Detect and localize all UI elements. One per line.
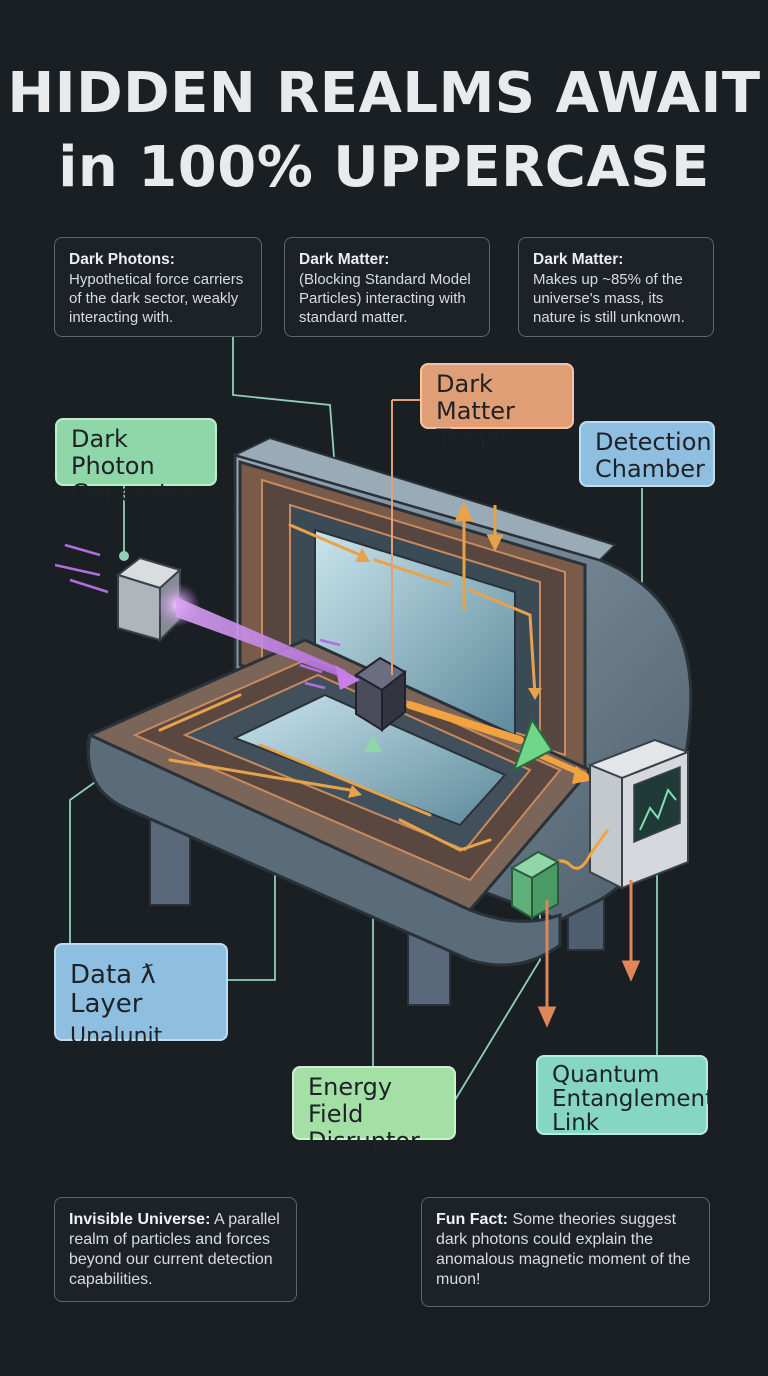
dark-matter-cube	[354, 656, 407, 733]
vertical-flow-down-head	[486, 534, 504, 552]
info-box-dark-matter-mass: Dark Matter: Makes up ~85% of the univer…	[518, 237, 714, 337]
detector-prism	[512, 717, 554, 773]
leader-line-data-layer-2	[228, 870, 276, 981]
label-subtext: Unalunit	[70, 1024, 163, 1050]
tank-bottom-body	[86, 732, 562, 967]
label-text: Detection Chamber	[595, 428, 712, 483]
control-console	[587, 738, 691, 890]
info-box-body: (Blocking Standard Model Particles) inte…	[299, 271, 471, 326]
footer-body: A parallel realm of particles and forces…	[69, 1211, 280, 1288]
info-box-dark-matter-blocking: Dark Matter: (Blocking Standard Model Pa…	[284, 237, 490, 337]
label-dark-photon-generator: Dark Photon Generator	[55, 418, 217, 506]
incoming-photon-arrow	[304, 681, 326, 690]
label-energy-field-disruptor: Energy Field Disruptor	[292, 1066, 456, 1154]
incoming-photon-arrow	[69, 578, 109, 594]
output-beam-head	[572, 766, 594, 784]
label-dark-matter-target: Dark Matter Target	[420, 363, 574, 451]
energy-flow-arrow	[288, 523, 362, 557]
energy-flow-arrow	[468, 588, 537, 697]
energy-flow-arrow	[168, 758, 352, 792]
tank-lid	[232, 436, 617, 562]
energy-flow-arrow	[373, 558, 452, 587]
info-box-body: Makes up ~85% of the universe's mass, it…	[533, 271, 685, 326]
info-box-heading: Dark Matter:	[533, 251, 624, 268]
label-detection-chamber: Detection Chamber	[579, 421, 715, 487]
label-text: Quantum Entanglement Link	[552, 1062, 715, 1137]
energy-flow-arrow	[398, 818, 492, 852]
vertical-flow-up-head	[454, 501, 474, 522]
energy-flow-arrow	[158, 693, 242, 732]
footer-heading: Fun Fact:	[436, 1211, 508, 1228]
label-text: Data ƛ Layer	[70, 960, 156, 1020]
disruptor-module	[509, 850, 561, 920]
label-text: Dark Photon Generator	[71, 425, 193, 507]
output-beam	[406, 701, 524, 744]
leader-line-dark-photons	[232, 337, 336, 471]
label-quantum-entanglement-link: Quantum Entanglement Link	[536, 1055, 714, 1135]
energy-arrowhead	[348, 785, 362, 798]
energy-arrowhead	[528, 688, 542, 700]
info-box-heading: Dark Matter:	[299, 251, 390, 268]
footer-box-invisible-universe: Invisible Universe: A parallel realm of …	[54, 1197, 297, 1302]
footer-box-fun-fact: Fun Fact: Some theories suggest dark pho…	[421, 1197, 710, 1307]
disruptor-arrowhead	[364, 735, 382, 752]
incoming-photon-arrow	[319, 638, 341, 647]
info-box-heading: Dark Photons:	[69, 251, 175, 268]
label-data-layer: Data ƛ Layer Unalunit	[54, 943, 228, 1049]
energy-flow-arrow	[258, 743, 432, 817]
info-box-body: Hypothetical force carriers of the dark …	[69, 271, 244, 326]
dark-photon-beam	[176, 597, 355, 682]
incoming-photon-arrow	[64, 543, 101, 557]
dark-photon-beam-head	[335, 665, 360, 690]
title-line-1: HIDDEN REALMS AWAIT	[7, 61, 761, 126]
incoming-photon-arrow	[299, 663, 323, 674]
page-title: HIDDEN REALMS AWAIT in 100% UPPERCASE	[0, 66, 768, 196]
label-text: Energy Field Disruptor	[308, 1073, 420, 1155]
output-down-arrow-head	[621, 960, 641, 982]
energy-arrowhead	[355, 548, 370, 562]
title-line-2: in 100% UPPERCASE	[58, 135, 710, 200]
leader-dot	[119, 551, 129, 561]
info-box-dark-photons: Dark Photons: Hypothetical force carrier…	[54, 237, 262, 337]
output-down-arrow-head	[537, 1006, 557, 1028]
label-text: Dark Matter Target	[436, 370, 515, 452]
footer-heading: Invisible Universe:	[69, 1211, 211, 1228]
incoming-photon-arrow	[54, 563, 101, 577]
footer-body: Some theories suggest dark photons could…	[436, 1211, 691, 1288]
